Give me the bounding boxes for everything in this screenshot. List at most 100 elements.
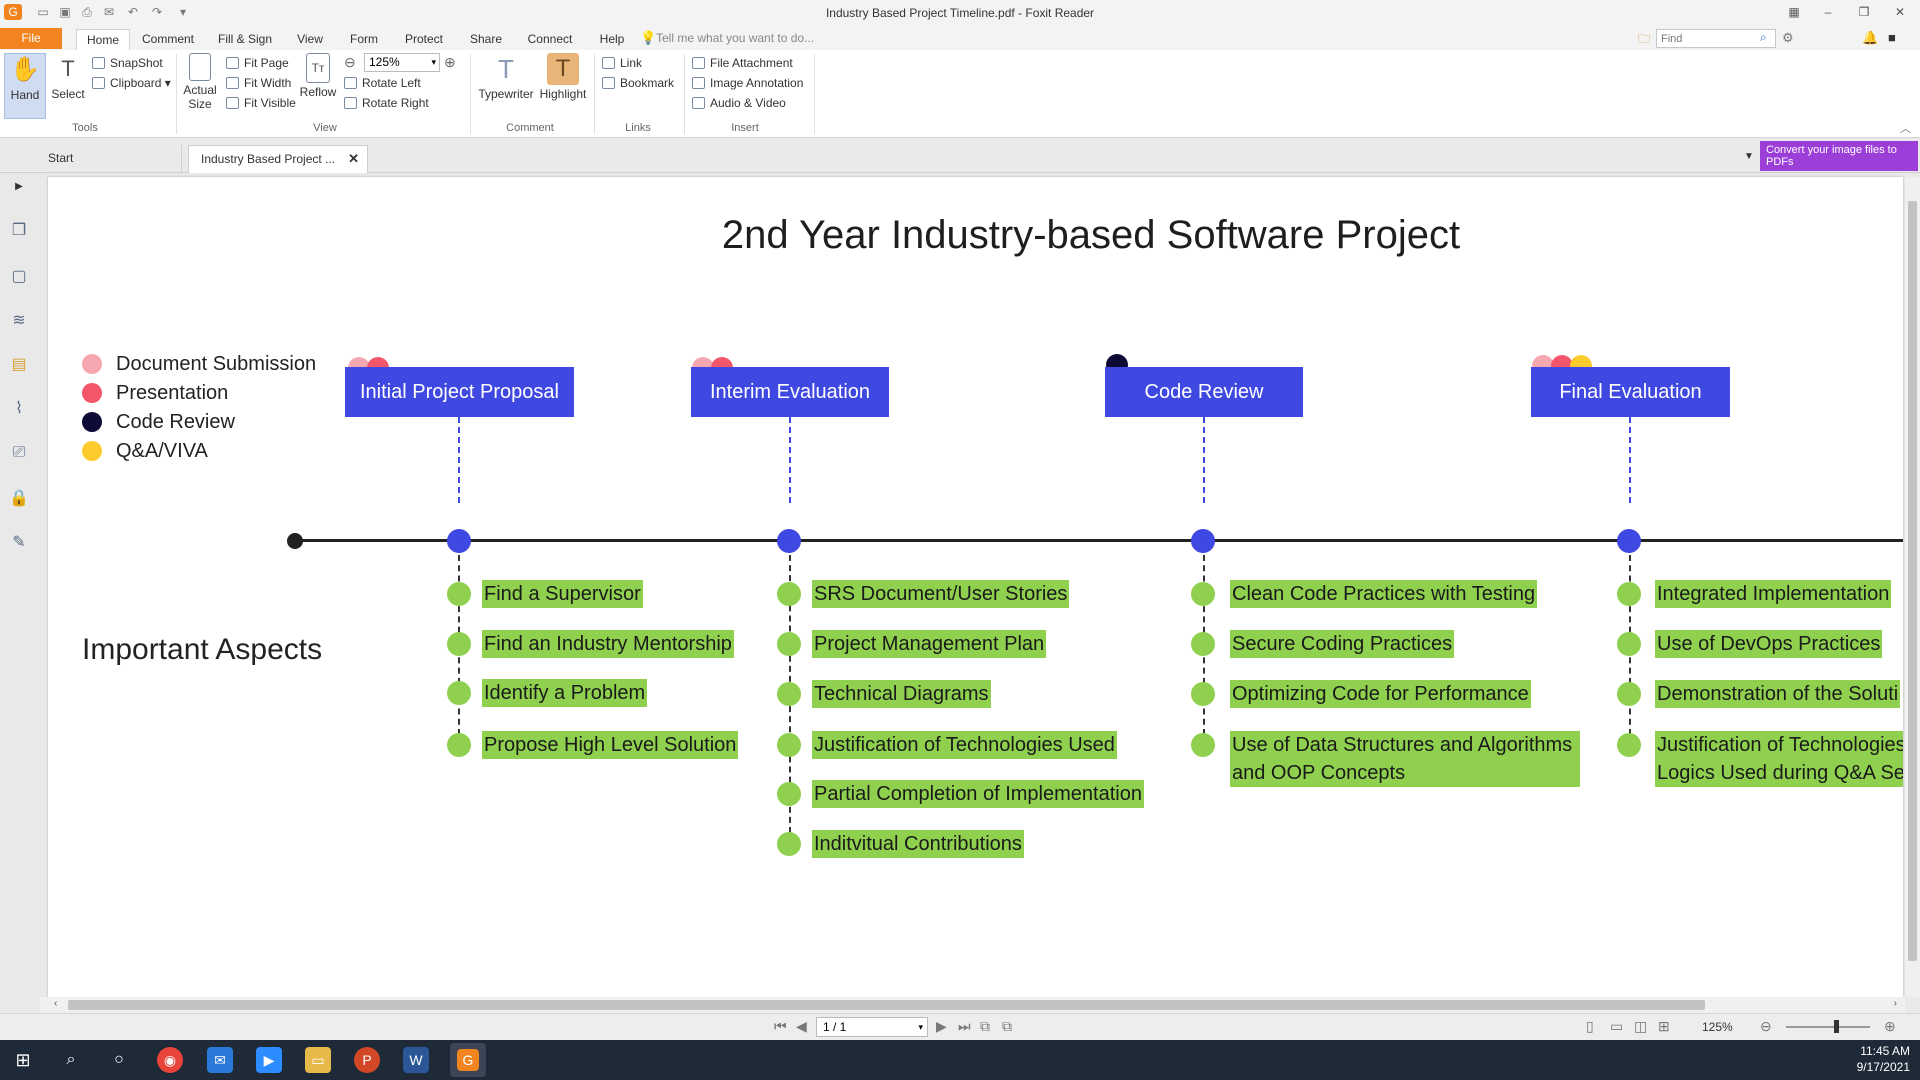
customize-toolbar-icon[interactable]: ▾ [179,5,187,19]
bell-icon[interactable]: 🔔 [1862,30,1879,45]
layers-panel-icon[interactable]: ≋ [12,312,26,329]
rotate-right-button[interactable]: Rotate Right [344,94,429,112]
next-view-icon[interactable]: ⧉ [1002,1018,1012,1034]
fit-visible-button[interactable]: Fit Visible [226,94,296,112]
attachments-panel-icon[interactable]: ⌇ [15,400,23,417]
tab-fill-sign[interactable]: Fill & Sign [217,32,273,46]
previous-view-icon[interactable]: ⧉ [980,1018,990,1034]
audio-video-button[interactable]: Audio & Video [692,94,786,112]
expand-panel-icon[interactable]: ▶ [15,181,23,192]
gear-icon[interactable]: ⚙ [1782,30,1794,45]
tab-comment[interactable]: Comment [141,32,194,46]
lock-icon[interactable]: 🔒 [9,490,29,507]
zoom-level[interactable]: 125% [1702,1020,1733,1034]
tab-start[interactable]: Start [36,145,182,173]
tab-home[interactable]: Home [76,29,130,50]
undo-icon[interactable]: ↶ [127,5,139,19]
restore-button[interactable]: ❐ [1858,5,1870,19]
milestone-final-evaluation: Final Evaluation [1531,367,1730,417]
typewriter-button[interactable]: T Typewriter [476,53,536,101]
select-tool-button[interactable]: T Select [50,53,86,101]
search-icon[interactable]: ⌕ [66,1051,76,1068]
windows-start-icon[interactable]: ⊞ [15,1050,31,1070]
facing-icon[interactable]: ◫ [1634,1018,1648,1034]
sign-pen-icon[interactable]: ✎ [12,534,26,551]
scroll-left-icon[interactable]: ‹ [54,998,58,1009]
page-number-field[interactable]: 1 / 1▾ [816,1017,928,1037]
cortana-icon[interactable]: ○ [114,1051,124,1068]
redo-icon[interactable]: ↷ [151,5,163,19]
mail-icon[interactable]: ✉ [207,1047,233,1073]
collapse-ribbon-icon[interactable]: ︿ [1900,123,1911,135]
link-button[interactable]: Link [602,54,642,72]
email-icon[interactable]: ✉ [103,5,115,19]
signatures-panel-icon[interactable]: ⎚ [12,444,26,461]
continuous-facing-icon[interactable]: ⊞ [1658,1018,1670,1034]
pages-panel-icon[interactable]: ▢ [11,268,27,285]
print-icon[interactable]: ⎙ [82,5,92,19]
foxit-logo-icon[interactable]: G [4,4,22,20]
open-icon[interactable]: ▭ [37,5,49,19]
search-folder-icon[interactable]: 🗀 [1638,32,1651,46]
tab-protect[interactable]: Protect [404,32,443,46]
scroll-right-icon[interactable]: › [1893,998,1897,1009]
zoom-out-icon[interactable]: ⊖ [344,54,356,70]
layout-icon[interactable]: ▦ [1788,5,1800,19]
account-icon[interactable]: ■ [1888,30,1896,45]
system-clock[interactable]: 11:45 AM 9/17/2021 [1857,1043,1910,1075]
previous-page-icon[interactable]: ◀ [796,1018,807,1034]
highlight-button[interactable]: T Highlight [538,53,588,101]
continuous-icon[interactable]: ▭ [1610,1018,1624,1034]
zoom-slider[interactable] [1786,1026,1870,1028]
next-page-icon[interactable]: ▶ [936,1018,947,1034]
zoom-out-icon[interactable]: ⊖ [1760,1018,1772,1034]
tab-view[interactable]: View [297,32,323,46]
horizontal-scrollbar[interactable]: ‹ › [40,997,1905,1013]
tell-me-search[interactable]: Tell me what you want to do... [656,31,815,45]
first-page-icon[interactable]: ⏮ [774,1018,787,1034]
bookmarks-panel-icon[interactable]: ❒ [11,222,27,239]
word-icon[interactable]: W [403,1047,429,1073]
search-icon[interactable]: ⌕ [1760,30,1767,44]
minimize-button[interactable]: – [1824,5,1832,19]
fit-page-button[interactable]: Fit Page [226,54,289,72]
bookmark-button[interactable]: Bookmark [602,74,674,92]
find-input[interactable] [1656,29,1776,48]
zoom-in-icon[interactable]: ⊕ [444,54,456,70]
zoom-in-icon[interactable]: ⊕ [1884,1018,1896,1034]
last-page-icon[interactable]: ⏭ [958,1018,971,1034]
actual-size-button[interactable]: Actual Size [180,53,220,111]
reflow-button[interactable]: Tт Reflow [298,53,338,99]
fit-width-button[interactable]: Fit Width [226,74,291,92]
foxit-reader-taskbar-button[interactable]: G [450,1043,486,1077]
file-attachment-button[interactable]: File Attachment [692,54,793,72]
vertical-scrollbar[interactable] [1905,177,1920,997]
tab-connect[interactable]: Connect [527,32,573,46]
save-icon[interactable]: ▣ [59,5,71,19]
tab-file[interactable]: File [0,28,62,49]
clipboard-button[interactable]: Clipboard ▾ [92,74,171,92]
hand-tool-button[interactable]: ✋ Hand [4,53,46,119]
comments-panel-icon[interactable]: ▤ [11,356,27,373]
rotate-left-button[interactable]: Rotate Left [344,74,421,92]
single-page-icon[interactable]: ▯ [1586,1018,1594,1034]
close-tab-icon[interactable]: ✕ [348,151,359,166]
snapshot-button[interactable]: SnapShot [92,54,163,72]
close-window-button[interactable]: ✕ [1894,5,1906,19]
tab-document[interactable]: Industry Based Project ... ✕ [188,145,368,173]
chrome-icon[interactable]: ◉ [157,1047,183,1073]
zoom-app-icon[interactable]: ▶ [256,1047,282,1073]
convert-ad-banner[interactable]: Convert your image files to PDFs [1760,141,1918,171]
image-annotation-button[interactable]: Image Annotation [692,74,803,92]
file-explorer-icon[interactable]: ▭ [305,1047,331,1073]
scroll-thumb[interactable] [1908,201,1917,961]
zoom-select[interactable]: 125%▾ [364,53,440,72]
clipboard-icon [92,77,105,89]
tab-share[interactable]: Share [469,32,503,46]
tab-help[interactable]: Help [599,32,625,46]
zoom-slider-handle[interactable] [1834,1020,1839,1033]
powerpoint-icon[interactable]: P [354,1047,380,1073]
tab-list-icon[interactable]: ▼ [1744,151,1754,162]
tab-form[interactable]: Form [350,32,378,46]
scroll-thumb[interactable] [68,1000,1705,1010]
